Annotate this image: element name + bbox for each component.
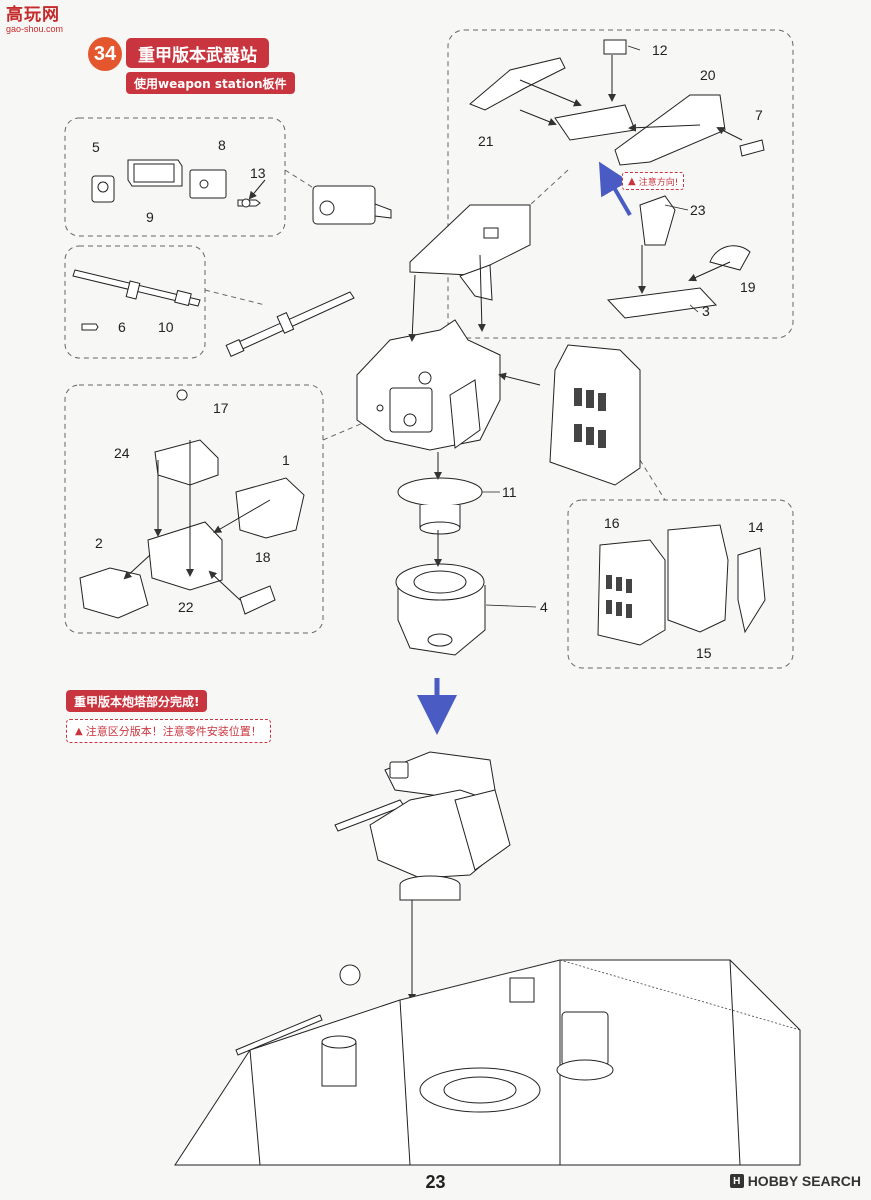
callout-box-top xyxy=(447,29,794,339)
part-label-7: 7 xyxy=(755,107,763,123)
step-subtitle: 使用weapon station板件 xyxy=(126,72,295,94)
part-label-16: 16 xyxy=(604,515,620,531)
part-label-20: 20 xyxy=(700,67,716,83)
watermark-title: 高玩网 xyxy=(6,5,60,24)
part-label-12: 12 xyxy=(652,42,668,58)
part-label-23: 23 xyxy=(690,202,706,218)
part-label-22: 22 xyxy=(178,599,194,615)
direction-note-text: 注意方向! xyxy=(638,177,679,188)
part-label-8: 8 xyxy=(218,137,226,153)
part-label-15: 15 xyxy=(696,645,712,661)
part-label-19: 19 xyxy=(740,279,756,295)
callout-box-ammo xyxy=(567,499,794,669)
part-label-4: 4 xyxy=(540,599,548,615)
part-label-13: 13 xyxy=(250,165,266,181)
part-label-2: 2 xyxy=(95,535,103,551)
part-label-11: 11 xyxy=(502,484,517,500)
part-label-10: 10 xyxy=(158,319,174,335)
step-title: 重甲版本武器站 xyxy=(126,38,269,68)
part-label-24: 24 xyxy=(114,445,130,461)
direction-note: ▲ 注意方向! xyxy=(622,172,685,190)
version-warning-text: 注意区分版本！注意零件安装位置！ xyxy=(85,725,262,738)
part-label-5: 5 xyxy=(92,139,100,155)
site-watermark: 高玩网 gao-shou.com xyxy=(6,6,86,36)
part-label-6: 6 xyxy=(118,319,126,335)
warning-icon: ▲ xyxy=(75,725,83,737)
part-label-9: 9 xyxy=(146,209,154,225)
part-label-1: 1 xyxy=(282,452,290,468)
part-label-3: 3 xyxy=(702,303,710,319)
watermark-url: gao-shou.com xyxy=(6,24,64,34)
step-number-badge: 34 xyxy=(88,37,122,71)
direction-arrow xyxy=(598,161,632,217)
part-label-14: 14 xyxy=(748,519,764,535)
warning-icon: ▲ xyxy=(628,175,636,187)
part-label-21: 21 xyxy=(478,133,494,149)
brand-mark: H HOBBY SEARCH xyxy=(729,1173,861,1189)
part-label-18: 18 xyxy=(255,549,271,565)
brand-logo-icon: H xyxy=(729,1174,744,1188)
part-label-17: 17 xyxy=(213,400,229,416)
callout-box-gun xyxy=(64,245,206,359)
callout-box-mount xyxy=(64,384,324,634)
version-warning: ▲ 注意区分版本！注意零件安装位置！ xyxy=(66,719,271,743)
brand-name: HOBBY SEARCH xyxy=(747,1173,861,1189)
completion-banner: 重甲版本炮塔部分完成! xyxy=(66,690,208,712)
page-number: 23 xyxy=(425,1172,446,1192)
